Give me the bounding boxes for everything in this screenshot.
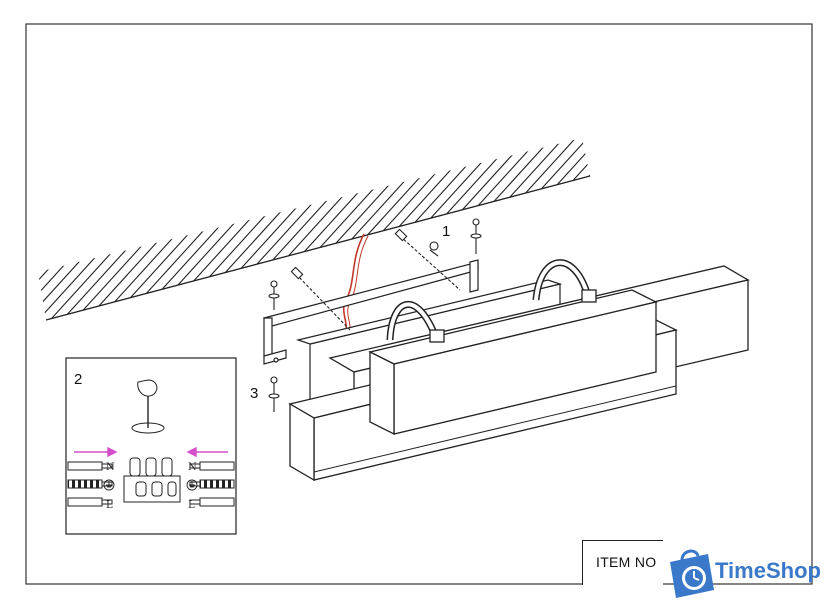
supply-wire bbox=[342, 233, 365, 333]
terminal-l-right: L bbox=[188, 500, 195, 511]
wiring-inset: 2 bbox=[65, 357, 237, 535]
terminal-n-right: N bbox=[188, 462, 197, 473]
mounting-bracket bbox=[262, 259, 479, 365]
ground-icon bbox=[103, 479, 198, 491]
terminal-n-left: N bbox=[106, 462, 115, 473]
item-number-label: ITEM NO bbox=[596, 554, 657, 570]
shopping-bag-icon bbox=[670, 549, 714, 598]
terminal-l-left: L bbox=[106, 500, 113, 511]
brand-name: TimeShop bbox=[715, 558, 821, 583]
step-label-3: 3 bbox=[250, 385, 258, 402]
fixing-screws bbox=[268, 218, 482, 412]
diagram-border bbox=[25, 23, 813, 585]
step-label-1: 1 bbox=[442, 223, 450, 240]
brand-logo bbox=[670, 549, 714, 598]
step-label-2: 2 bbox=[74, 371, 82, 388]
light-fixture bbox=[288, 259, 750, 482]
item-number-box bbox=[582, 540, 663, 585]
